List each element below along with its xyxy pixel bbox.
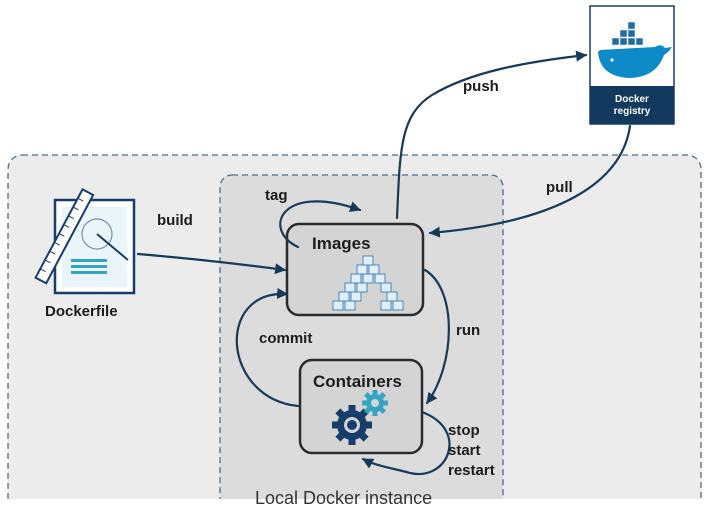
images-cubes-icon [332,255,404,311]
edge-label-restart: restart [448,462,495,479]
edge-label-tag: tag [265,187,288,204]
tag-arrow [279,200,362,249]
edge-label-run: run [456,322,481,339]
edge-label-build: build [157,212,193,229]
build-arrow [136,252,287,275]
commit-arrow [235,287,300,408]
edge-label-push: push [463,78,499,95]
registry-label-line2: registry [613,106,651,117]
registry-label-line1: Docker [615,94,649,105]
edge-label-pull: pull [546,179,573,196]
lifecycle-arrow [361,410,451,476]
edge-label-commit: commit [259,330,313,347]
pull-arrow [428,124,632,238]
ruler-icon [34,188,95,285]
images-label: Images [312,234,371,253]
push-arrow [395,50,588,220]
edge-label-stop: stop [448,422,480,439]
run-arrow [423,268,450,405]
gears-icon [332,390,388,445]
edge-label-start: start [448,442,481,459]
docker-whale-logo [598,21,672,78]
registry-label: Docker registry [590,94,674,118]
dockerfile-label: Dockerfile [45,303,118,320]
containers-label: Containers [313,372,402,391]
containers-node[interactable] [298,358,424,455]
